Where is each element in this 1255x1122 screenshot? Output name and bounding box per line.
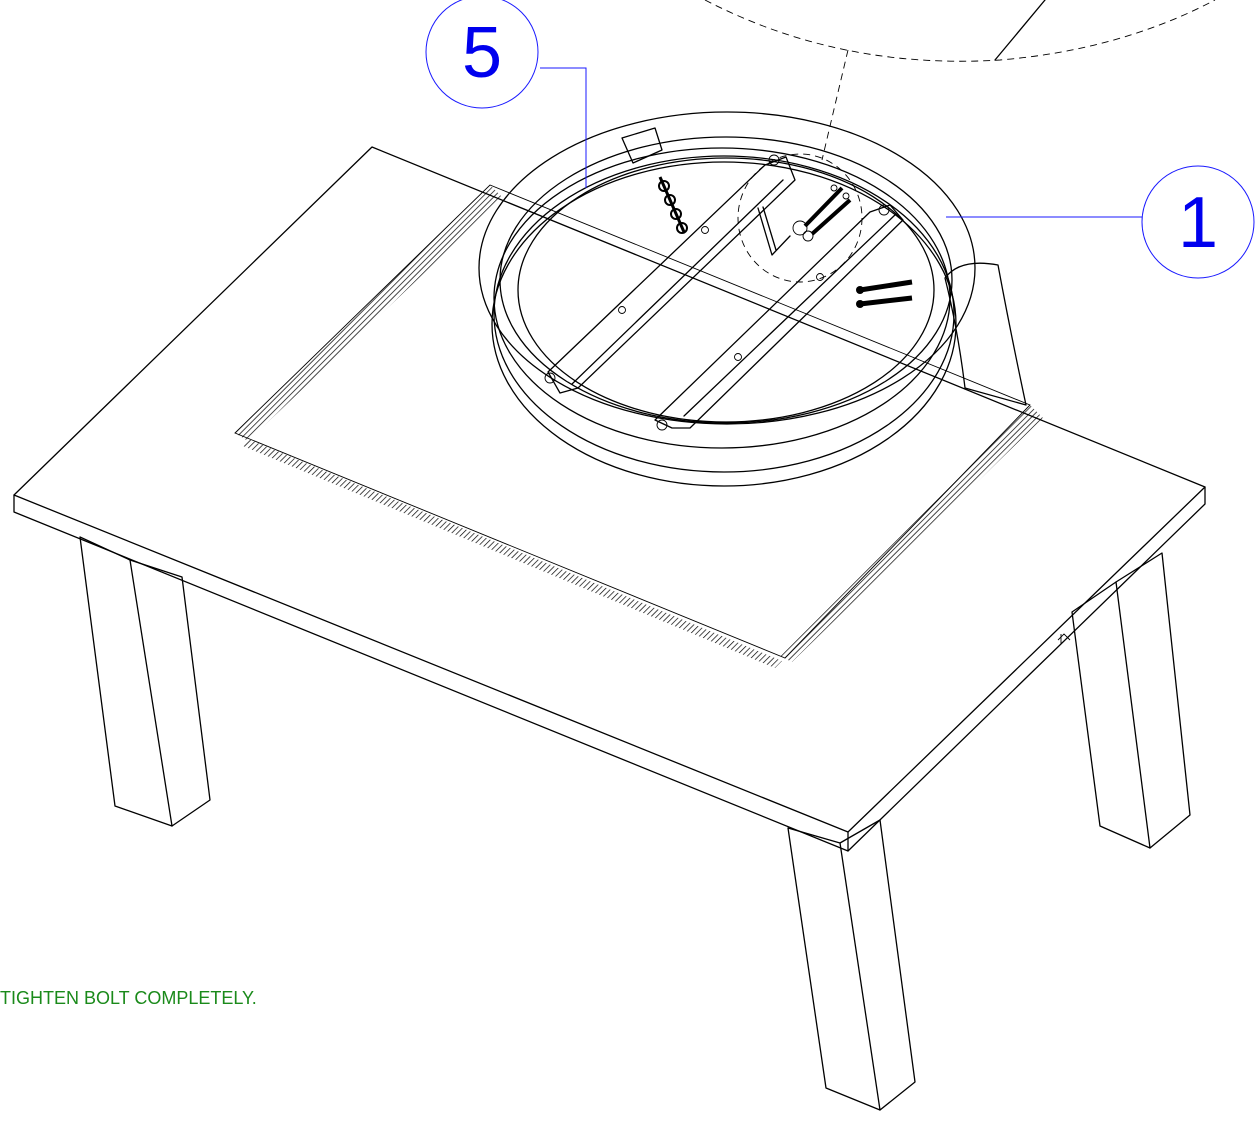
callout-label-1: 1 — [1178, 183, 1218, 263]
crossbar-brackets — [544, 154, 904, 431]
table-legs — [79, 536, 1191, 1111]
callout-leaders — [540, 67, 1142, 218]
detail-callout-circle — [737, 153, 863, 283]
hardware-bolts — [658, 176, 913, 308]
detail-view-circle — [704, 0, 1216, 161]
protective-mat — [234, 184, 1043, 668]
round-base — [478, 111, 976, 487]
table-top — [13, 146, 1206, 852]
callout-balloon-5: 5 — [425, 0, 539, 109]
support-stand — [621, 127, 1027, 406]
instruction-note: TIGHTEN BOLT COMPLETELY. — [0, 988, 257, 1008]
hex-key — [757, 206, 791, 256]
callout-balloon-1: 1 — [1141, 165, 1255, 279]
callout-label-5: 5 — [462, 13, 502, 93]
